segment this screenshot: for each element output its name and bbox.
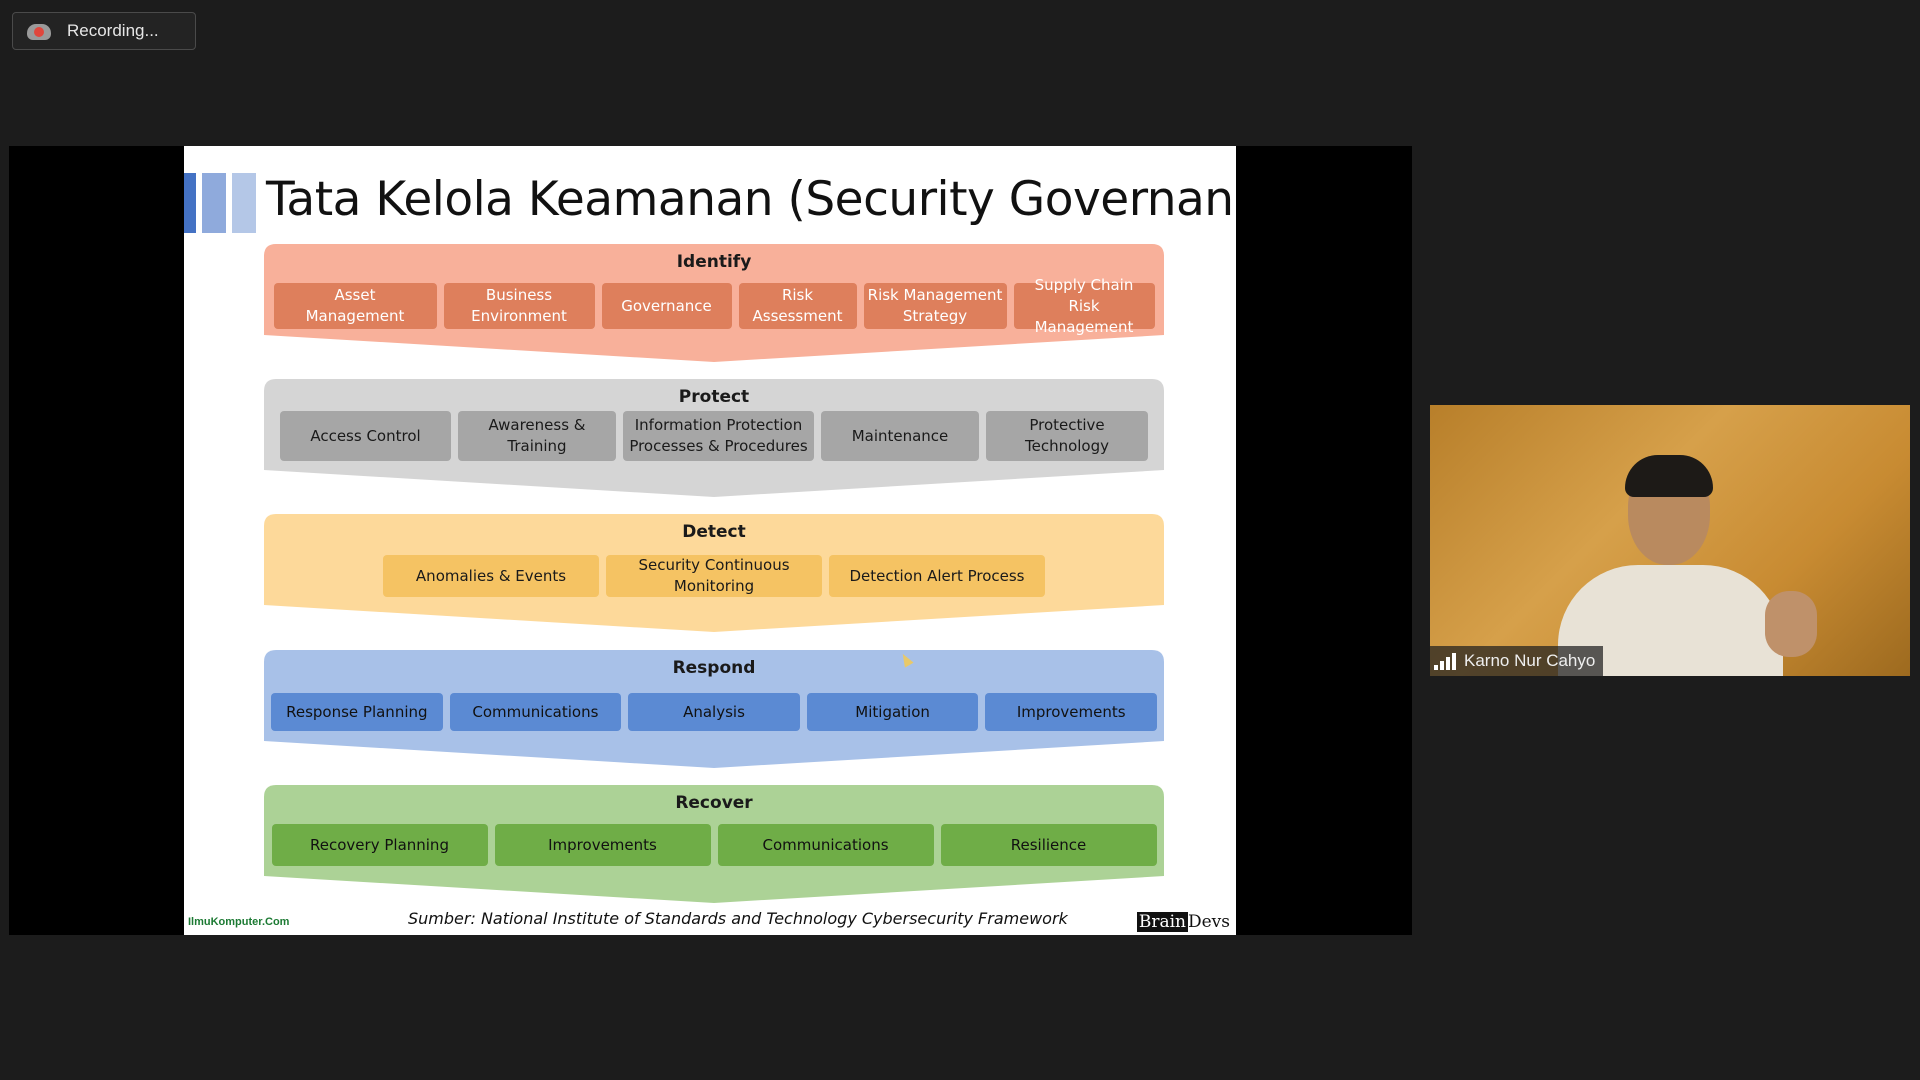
participant-video-tile[interactable]: Karno Nur Cahyo <box>1430 405 1910 676</box>
detect-item-detection-alert-process: Detection Alert Process <box>829 555 1045 597</box>
section-recover-title: Recover <box>675 793 753 813</box>
section-respond: Respond Response Planning Communications… <box>264 650 1164 770</box>
respond-item-communications: Communications <box>449 693 622 731</box>
section-protect: Protect Access Control Awareness &Traini… <box>264 379 1164 499</box>
participant-name: Karno Nur Cahyo <box>1464 651 1596 670</box>
recover-item-communications: Communications <box>717 824 934 866</box>
section-protect-title: Protect <box>678 387 750 407</box>
slide-title: Tata Kelola Keamanan (Security Governanc… <box>266 172 1236 227</box>
detect-item-anomalies-events: Anomalies & Events <box>383 555 599 597</box>
recording-label: Recording... <box>67 21 159 40</box>
braindevs-logo-brain: Brain <box>1136 912 1188 932</box>
section-recover-shape <box>264 785 1164 903</box>
respond-item-response-planning: Response Planning <box>271 693 443 731</box>
section-detect: Detect Anomalies & Events Security Conti… <box>264 514 1164 634</box>
section-detect-title: Detect <box>682 522 746 542</box>
section-identify-title: Identify <box>676 252 752 272</box>
identify-item-governance: Governance <box>601 283 732 329</box>
signal-strength-icon <box>1434 652 1456 670</box>
source-citation: Sumber: National Institute of Standards … <box>408 909 1068 928</box>
ilmukomputer-logo: IlmuKomputer.Com <box>188 916 290 928</box>
participant-name-tag: Karno Nur Cahyo <box>1430 646 1604 676</box>
presentation-slide: Tata Kelola Keamanan (Security Governanc… <box>184 146 1236 935</box>
participant-hair <box>1625 455 1713 497</box>
recover-item-recovery-planning: Recovery Planning <box>271 824 488 866</box>
slide-footer: IlmuKomputer.Com Sumber: National Instit… <box>184 906 1236 935</box>
protect-item-access-control: Access Control <box>280 411 451 461</box>
section-recover: Recover Recovery Planning Improvements C… <box>264 785 1164 905</box>
recording-indicator[interactable]: Recording... <box>12 12 196 50</box>
title-accent-bars <box>184 173 256 233</box>
section-respond-title: Respond <box>672 658 756 678</box>
protect-item-awareness-training: Awareness &Training <box>458 411 616 461</box>
cloud-recording-icon <box>27 22 51 40</box>
recover-item-improvements: Improvements <box>494 824 711 866</box>
protect-item-maintenance: Maintenance <box>821 411 979 461</box>
participant-hand <box>1765 591 1817 657</box>
braindevs-logo-devs: Devs <box>1187 912 1230 932</box>
respond-item-mitigation: Mitigation <box>806 693 979 731</box>
protect-item-protective-technology: Protective Technology <box>986 411 1148 461</box>
recover-item-resilience: Resilience <box>940 824 1157 866</box>
respond-item-analysis: Analysis <box>628 693 800 731</box>
respond-item-improvements: Improvements <box>985 693 1157 731</box>
